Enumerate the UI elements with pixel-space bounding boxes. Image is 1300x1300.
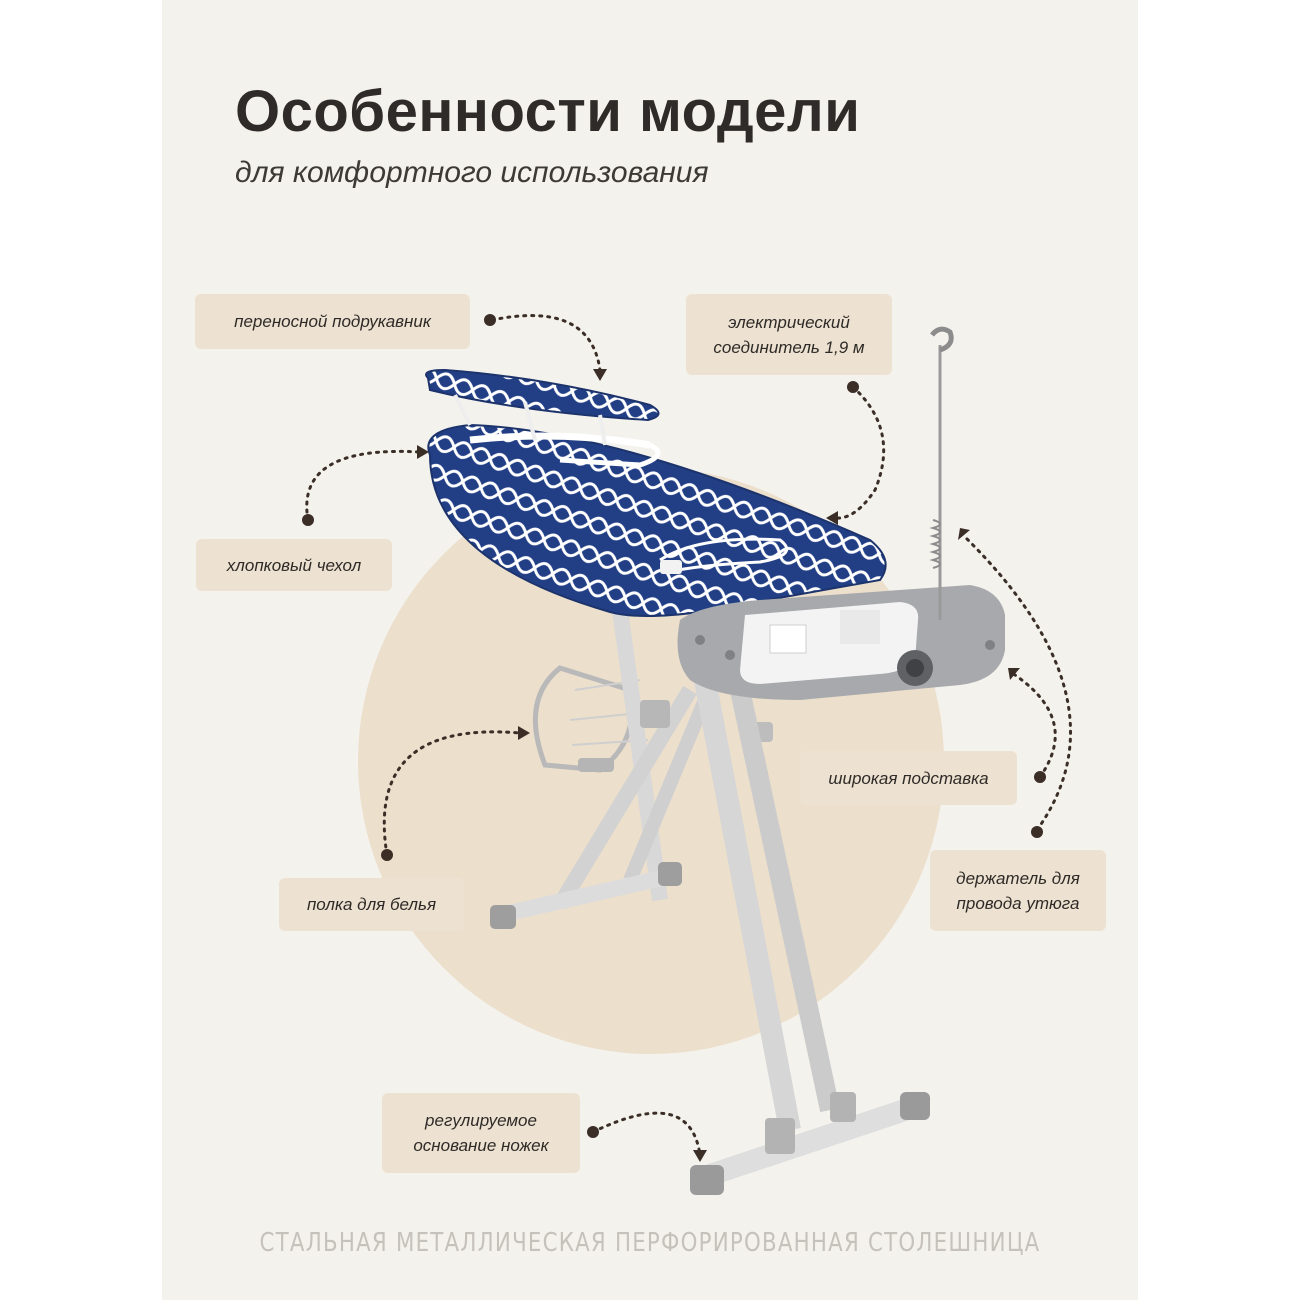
arrow-stand — [1013, 673, 1057, 779]
arrow-sleeve-board — [490, 314, 602, 372]
arrow-linen-shelf — [382, 730, 522, 857]
iron-stand — [677, 585, 1005, 700]
front-foot-cap — [690, 1165, 724, 1195]
arrow-endpoints — [302, 314, 1046, 1162]
arrow-cover — [305, 449, 422, 522]
callout-arrows — [305, 314, 1072, 1157]
callout-cord-holder: держатель для провода утюга — [930, 850, 1106, 931]
front-foot-cap — [900, 1092, 930, 1120]
power-cord — [659, 537, 789, 574]
callout-cover: хлопковый чехол — [196, 539, 392, 591]
arrow-cord-holder — [963, 535, 1072, 832]
callout-sleeve-board: переносной подрукавник — [195, 294, 470, 349]
arrow-connector — [833, 385, 886, 520]
page-title: Особенности модели — [235, 79, 861, 144]
callout-legs: регулируемое основание ножек — [382, 1093, 580, 1173]
cord-holder — [929, 326, 954, 620]
sleeve-board — [425, 368, 660, 446]
power-plug — [660, 560, 682, 574]
footer-caption: СТАЛЬНАЯ МЕТАЛЛИЧЕСКАЯ ПЕРФОРИРОВАННАЯ С… — [259, 1228, 1041, 1258]
back-legs — [490, 608, 773, 929]
page-subtitle: для комфортного использования — [235, 156, 709, 189]
callout-stand: широкая подставка — [800, 751, 1017, 805]
back-foot-cap — [658, 862, 682, 886]
callout-connector: электрический соединитель 1,9 м — [686, 294, 892, 375]
board-top — [427, 423, 887, 617]
callout-linen-shelf: полка для белья — [279, 878, 464, 931]
back-foot-cap — [490, 905, 516, 929]
arrow-legs — [591, 1111, 702, 1157]
front-legs — [690, 677, 930, 1195]
